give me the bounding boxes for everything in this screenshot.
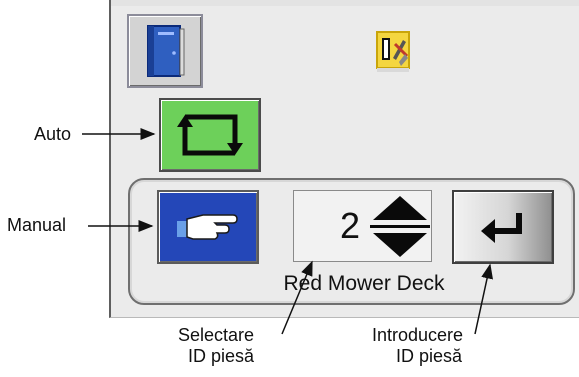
callout-select-part-id: Selectare ID piesă <box>168 325 254 367</box>
control-panel: 2 Red Mower Deck <box>109 0 579 318</box>
part-name-label: Red Mower Deck <box>283 272 445 295</box>
cycle-arrows-icon <box>177 114 243 156</box>
triangle-down-icon[interactable] <box>371 231 429 259</box>
callout-select-line-2: ID piesă <box>188 346 255 366</box>
enter-button[interactable] <box>452 190 554 264</box>
operator-manual-button[interactable] <box>127 14 203 88</box>
callout-enter-line-2: ID piesă <box>396 346 463 366</box>
manual-controls-group <box>128 178 575 305</box>
callout-manual: Manual <box>7 215 67 235</box>
auto-mode-button[interactable] <box>159 98 261 172</box>
wrench-tools-icon <box>376 31 410 72</box>
pointing-hand-icon <box>177 214 238 240</box>
enter-arrow-icon <box>481 213 522 243</box>
callout-auto: Auto <box>34 124 72 144</box>
panel-top-strip <box>111 0 579 6</box>
book-icon <box>147 25 185 77</box>
service-icon-button[interactable] <box>370 26 416 78</box>
part-id-stepper[interactable]: 2 <box>293 190 432 262</box>
part-id-value: 2 <box>339 205 360 246</box>
triangle-up-icon[interactable] <box>371 194 429 222</box>
callout-select-line-1: Selectare <box>178 325 255 345</box>
callout-enter-line-1: Introducere <box>372 325 464 345</box>
stepper-arrows <box>368 191 431 261</box>
manual-mode-button[interactable] <box>157 190 259 264</box>
callout-enter-part-id: Introducere ID piesă <box>372 325 463 367</box>
stepper-divider <box>369 224 430 228</box>
